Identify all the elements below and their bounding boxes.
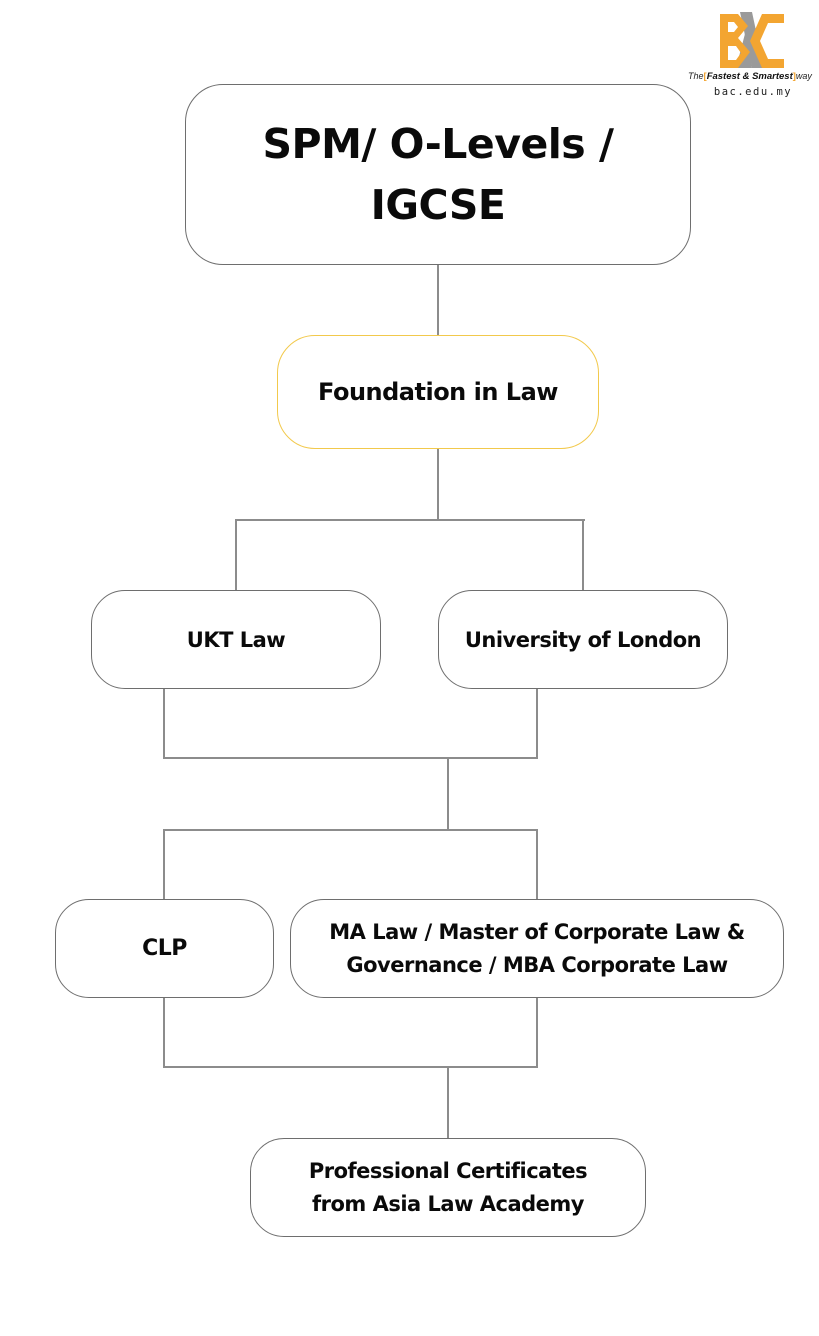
connector-merge-final: [447, 1066, 449, 1139]
node-ukt-label: UKT Law: [186, 627, 286, 652]
node-foundation-in-law: Foundation in Law: [277, 335, 599, 449]
connector-merge-down: [447, 757, 449, 830]
connector-foundation-split: [235, 519, 585, 521]
node-ukt-law: UKT Law: [91, 590, 381, 689]
node-final-line1: Professional Certificates: [308, 1158, 588, 1183]
node-uol-label: University of London: [464, 627, 702, 652]
tagline-suffix: way: [795, 71, 812, 81]
tagline-main: Fastest & Smartest: [706, 71, 793, 82]
node-clp-label: CLP: [142, 936, 187, 961]
connector-foundation-down: [437, 449, 439, 521]
node-spm-line2: IGCSE: [370, 180, 506, 229]
node-university-of-london: University of London: [438, 590, 728, 689]
node-spm-olevels-igcse: SPM/ O-Levels / IGCSE: [185, 84, 691, 265]
bac-logo: [720, 12, 784, 68]
connector-start-foundation: [437, 265, 439, 335]
connector-ukt-down: [163, 689, 165, 759]
tagline-prefix: The: [688, 71, 704, 81]
node-professional-certificates: Professional Certificates from Asia Law …: [250, 1138, 646, 1237]
connector-uol-down: [536, 689, 538, 759]
connector-split-ukt: [235, 519, 237, 591]
node-ma-line2: Governance / MBA Corporate Law: [346, 952, 728, 977]
logo-website: bac.edu.my: [713, 86, 793, 98]
connector-postgrad-merge: [163, 1066, 538, 1068]
connector-clp-down: [163, 998, 165, 1068]
bac-logo-icon: [720, 12, 784, 68]
node-spm-line1: SPM/ O-Levels /: [262, 119, 614, 168]
node-clp: CLP: [55, 899, 274, 998]
connector-postgrad-split: [163, 829, 538, 831]
connector-split-uol: [582, 519, 584, 591]
connector-split-ma: [536, 829, 538, 900]
connector-ma-down: [536, 998, 538, 1068]
node-foundation-label: Foundation in Law: [318, 378, 558, 406]
logo-tagline: The[Fastest & Smartest]way: [688, 71, 812, 82]
node-ma-law-master-mba: MA Law / Master of Corporate Law & Gover…: [290, 899, 784, 998]
node-final-line2: from Asia Law Academy: [311, 1191, 585, 1216]
connector-degrees-merge: [163, 757, 538, 759]
connector-split-clp: [163, 829, 165, 900]
node-ma-line1: MA Law / Master of Corporate Law &: [329, 919, 745, 944]
